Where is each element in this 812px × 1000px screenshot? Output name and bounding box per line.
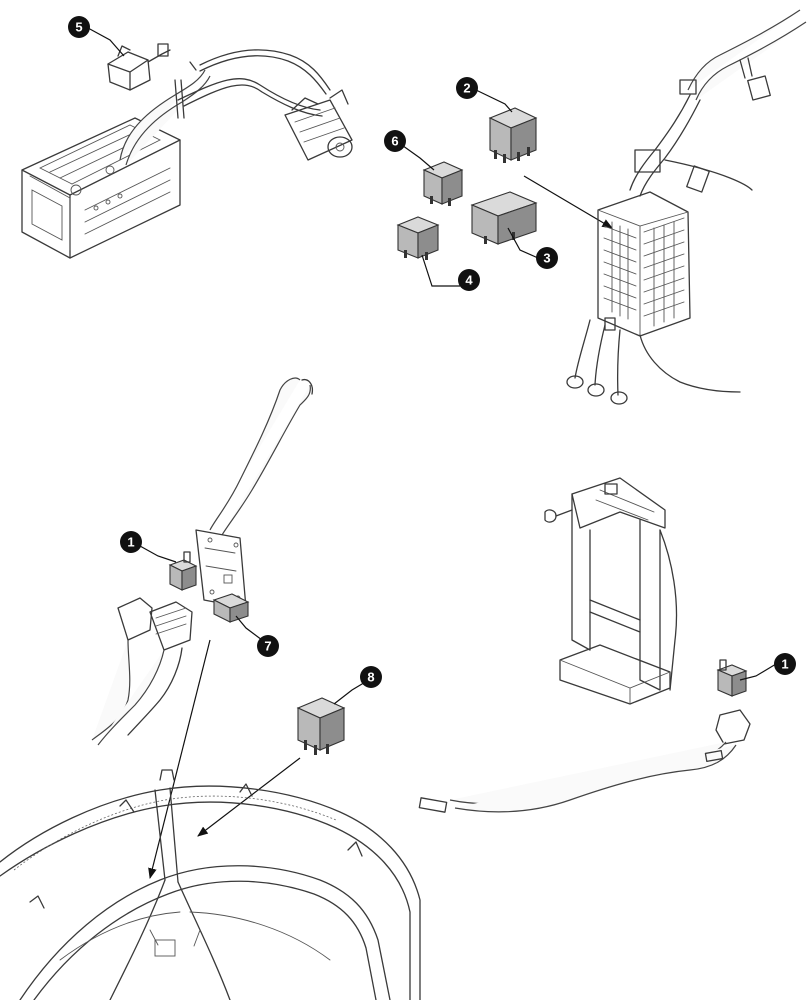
cab-roof-frame: [0, 769, 421, 1000]
battery-cables: [119, 49, 331, 166]
callout-1a-label: 1: [127, 535, 134, 550]
callout-2-label: 2: [463, 81, 470, 96]
callout-5-label: 5: [75, 20, 82, 35]
ignition-switch: [107, 43, 171, 91]
callout-1a-circle: [120, 531, 142, 553]
callout-8-label: 8: [367, 670, 374, 685]
callout-2: 2: [456, 77, 478, 99]
callout-1a: 1: [120, 531, 142, 553]
callout-5: 5: [68, 16, 90, 38]
relay-6: [422, 161, 464, 206]
callout-7-label: 7: [264, 639, 271, 654]
callout-4-label: 4: [465, 273, 473, 288]
callout-1b: 1: [774, 653, 796, 675]
callout-2-circle: [456, 77, 478, 99]
fuse-relay-panel: [566, 9, 807, 405]
callout-7-circle: [257, 635, 279, 657]
callout-1b-circle: [774, 653, 796, 675]
starter-motor: [284, 89, 353, 161]
relay-1-frame: [716, 659, 748, 697]
callout-3: 3: [536, 247, 558, 269]
callout-8-circle: [360, 666, 382, 688]
callout-6: 6: [384, 130, 406, 152]
relay-7: [212, 593, 250, 623]
relay-1-bracket: [168, 551, 198, 591]
callout-3-label: 3: [543, 251, 550, 266]
battery-box: [21, 117, 181, 259]
callout-6-circle: [384, 130, 406, 152]
callout-4: 4: [458, 269, 480, 291]
callout-leaders: [87, 27, 777, 705]
frame-harness: [418, 709, 751, 813]
mounting-plate: [195, 529, 247, 609]
callout-7: 7: [257, 635, 279, 657]
callout-4-circle: [458, 269, 480, 291]
relay-8: [296, 697, 346, 755]
callout-5-circle: [68, 16, 90, 38]
relay-2: [488, 107, 538, 163]
callout-1b-label: 1: [781, 657, 788, 672]
frame-structure: [544, 477, 678, 705]
relay-4: [396, 216, 440, 260]
bracket-harness: [209, 377, 314, 536]
relay-3: [470, 191, 538, 245]
arrow-icon: [197, 757, 301, 837]
arrow-icon: [148, 639, 211, 880]
callout-6-label: 6: [391, 134, 398, 149]
arrow-icon: [523, 175, 613, 229]
callout-8: 8: [360, 666, 382, 688]
callout-3-circle: [536, 247, 558, 269]
connector-harness: [91, 597, 193, 746]
fuse-grid: [603, 217, 685, 327]
